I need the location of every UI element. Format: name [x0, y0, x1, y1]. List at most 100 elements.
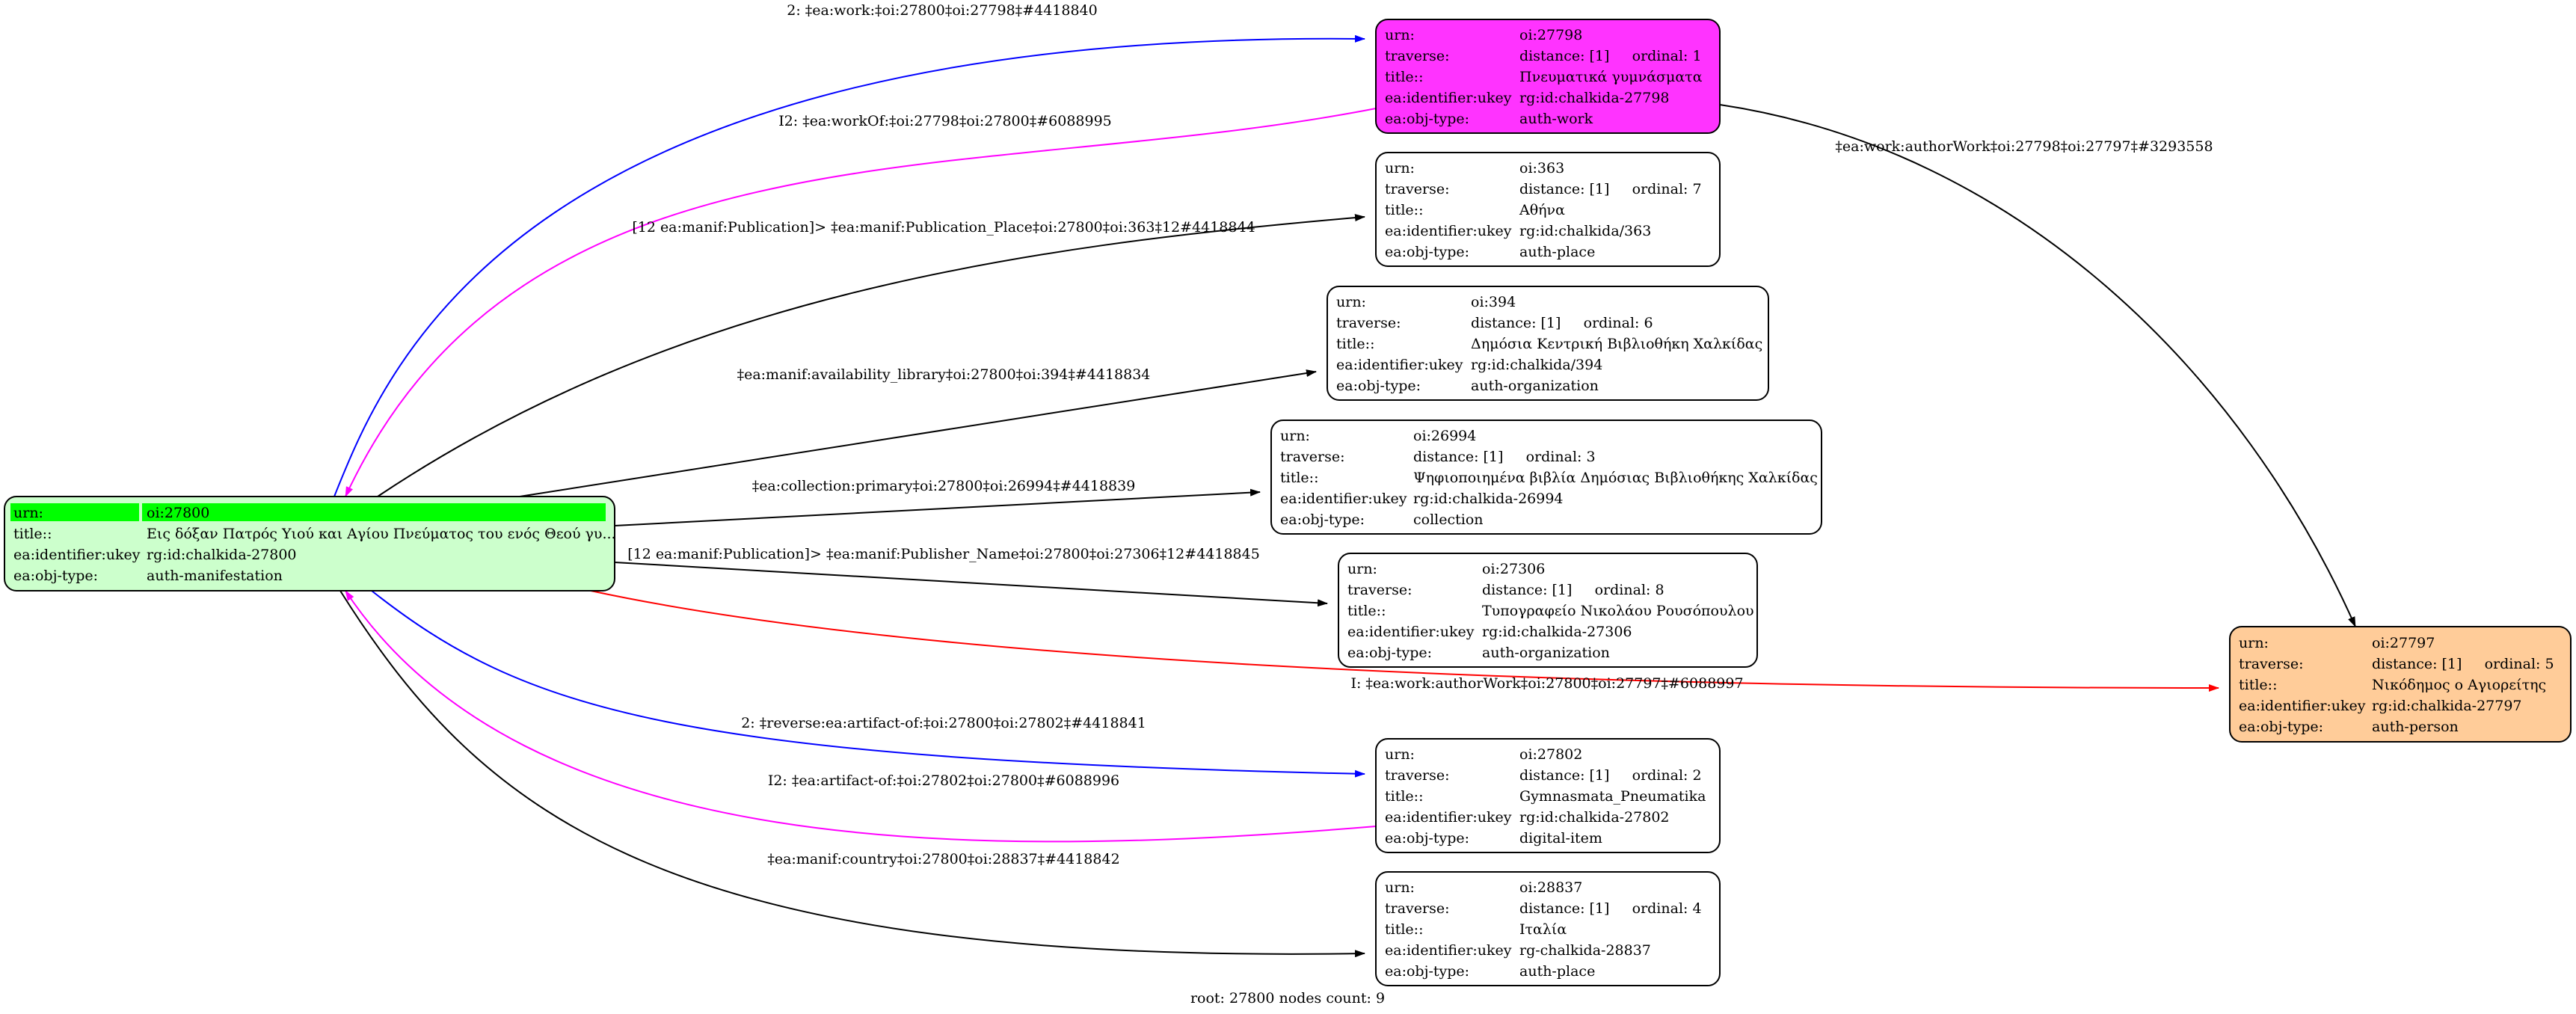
node-field-value: oi:363 [1519, 160, 1564, 176]
node-field-value: auth-organization [1471, 378, 1599, 394]
node-field-value: Ψηφιοποιημένα βιβλία Δημόσιας Βιβλιοθήκη… [1413, 470, 1818, 486]
node-field-key: ea:obj-type: [1385, 111, 1469, 127]
node-field-value: oi:27802 [1519, 746, 1582, 763]
node-field-value: oi:26994 [1413, 428, 1476, 444]
edge-n27802-to-n27800 [345, 590, 1377, 843]
edge-n27800-to-n27797 [590, 590, 2219, 692]
node-field-key: ea:obj-type: [1385, 244, 1469, 260]
node-field-key: ea:obj-type: [1385, 830, 1469, 846]
node-box [1375, 19, 1721, 134]
node-field-key: urn: [1385, 27, 1415, 43]
edge-label: ‡ea:manif:country‡oi:27800‡oi:28837‡#441… [767, 851, 1119, 867]
node-field-key: title:: [13, 526, 52, 542]
node-field-value: oi:27306 [1482, 561, 1545, 577]
node-field-key: title:: [2239, 677, 2277, 693]
node-field-key: traverse: [1385, 900, 1450, 917]
edge-labels-layer: 2: ‡ea:work:‡oi:27800‡oi:27798‡#4418840I… [627, 2, 2213, 867]
node-field-value: Gymnasmata_Pneumatika [1519, 788, 1706, 805]
node-field-value: distance: [1] ordinal: 4 [1519, 900, 1702, 917]
node-box [1338, 553, 1758, 668]
node-field-key: title:: [1280, 470, 1318, 486]
node-field-value: oi:28837 [1519, 879, 1582, 896]
edge-label: 2: ‡ea:work:‡oi:27800‡oi:27798‡#4418840 [787, 2, 1097, 19]
node-box [1375, 738, 1721, 853]
node-field-value: Αθήνα [1519, 202, 1565, 218]
node-field-value: auth-place [1519, 963, 1595, 980]
node-field-value: auth-place [1519, 244, 1595, 260]
edge-n27800-to-n27802 [371, 590, 1365, 778]
node-n28837[interactable]: urn: oi:28837 traverse: distance: [1] ordin… [1375, 871, 1721, 986]
node-field-key: title:: [1385, 69, 1423, 85]
edge-n27800-to-n394 [519, 369, 1317, 497]
edge-n27798-to-n27800 [345, 108, 1377, 497]
node-box [2229, 626, 2572, 743]
node-field-value: rg:id:chalkida-27797 [2372, 698, 2522, 714]
node-field-key: title:: [1336, 336, 1374, 352]
node-field-value: rg:id:chalkida-26994 [1413, 491, 1564, 507]
node-box [1327, 286, 1769, 401]
node-field-value: distance: [1] ordinal: 8 [1482, 582, 1664, 598]
node-field-key: ea:identifier:ukey [1280, 491, 1407, 507]
node-field-key: ea:obj-type: [1385, 963, 1469, 980]
node-field-key: ea:obj-type: [1347, 645, 1432, 661]
node-field-key: traverse: [1280, 449, 1345, 465]
node-field-key: ea:identifier:ukey [1385, 942, 1512, 959]
edge-label: I: ‡ea:work:authorWork‡oi:27800‡oi:27797… [1350, 675, 1743, 692]
node-field-key: ea:identifier:ukey [1385, 90, 1512, 106]
node-field-key: traverse: [2239, 656, 2304, 672]
node-field-value: digital-item [1519, 830, 1602, 846]
node-field-key: traverse: [1385, 181, 1450, 197]
node-field-key: ea:identifier:ukey [1385, 223, 1512, 239]
node-field-key: urn: [1385, 879, 1415, 896]
edge-label: 2: ‡reverse:ea:artifact-of:‡oi:27800‡oi:… [741, 715, 1146, 731]
node-field-key: urn: [1336, 294, 1366, 310]
node-field-key: ea:obj-type: [1336, 378, 1421, 394]
edge-label: [12 ea:manif:Publication]> ‡ea:manif:Pub… [632, 219, 1255, 236]
edge-label: ‡ea:manif:availability_library‡oi:27800‡… [737, 366, 1151, 383]
node-field-key: urn: [1385, 160, 1415, 176]
node-box [1375, 152, 1721, 267]
edges-layer [333, 34, 2356, 958]
node-field-key: ea:obj-type: [2239, 719, 2323, 735]
node-field-key: ea:identifier:ukey [1385, 809, 1512, 826]
node-field-key: ea:identifier:ukey [13, 547, 141, 563]
edge-label: ‡ea:collection:primary‡oi:27800‡oi:26994… [752, 478, 1136, 494]
node-field-value: oi:27800 [147, 505, 209, 521]
edge-n27800-to-n363 [377, 214, 1365, 497]
node-field-value: Εις δόξαν Πατρός Υιού και Αγίου Πνεύματο… [147, 526, 616, 542]
node-box [1375, 871, 1721, 986]
node-field-value: rg-chalkida-28837 [1519, 942, 1651, 959]
edge-n27800-to-n27798 [333, 34, 1365, 497]
node-field-value: distance: [1] ordinal: 7 [1519, 181, 1702, 197]
urn-row-highlight [10, 503, 139, 521]
node-field-value: oi:27797 [2372, 635, 2435, 651]
node-field-value: distance: [1] ordinal: 5 [2372, 656, 2554, 672]
node-field-key: title:: [1385, 788, 1423, 805]
node-field-value: Δημόσια Κεντρική Βιβλιοθήκη Χαλκίδας [1471, 336, 1762, 352]
node-field-value: rg:id:chalkida-27800 [147, 547, 297, 563]
edge-n27800-to-n26994 [614, 488, 1261, 526]
node-field-value: Νικόδημος ο Αγιορείτης [2372, 677, 2546, 693]
node-field-key: ea:obj-type: [13, 568, 98, 584]
node-field-value: rg:id:chalkida/363 [1519, 223, 1651, 239]
node-field-value: Πνευματικά γυμνάσματα [1519, 69, 1703, 85]
edge-n27800-to-n28837 [339, 590, 1365, 958]
edge-label: I2: ‡ea:artifact-of:‡oi:27802‡oi:27800‡#… [768, 772, 1119, 789]
edge-label: ‡ea:work:authorWork‡oi:27798‡oi:27797‡#3… [1835, 138, 2213, 155]
node-field-value: auth-manifestation [147, 568, 283, 584]
node-n363[interactable]: urn: oi:363 traverse: distance: [1] ordinal… [1375, 152, 1721, 267]
node-field-value: oi:394 [1471, 294, 1516, 310]
node-field-key: traverse: [1336, 315, 1401, 331]
node-field-value: Ιταλία [1519, 921, 1567, 938]
node-field-key: urn: [1280, 428, 1310, 444]
node-field-key: ea:identifier:ukey [1336, 357, 1463, 373]
